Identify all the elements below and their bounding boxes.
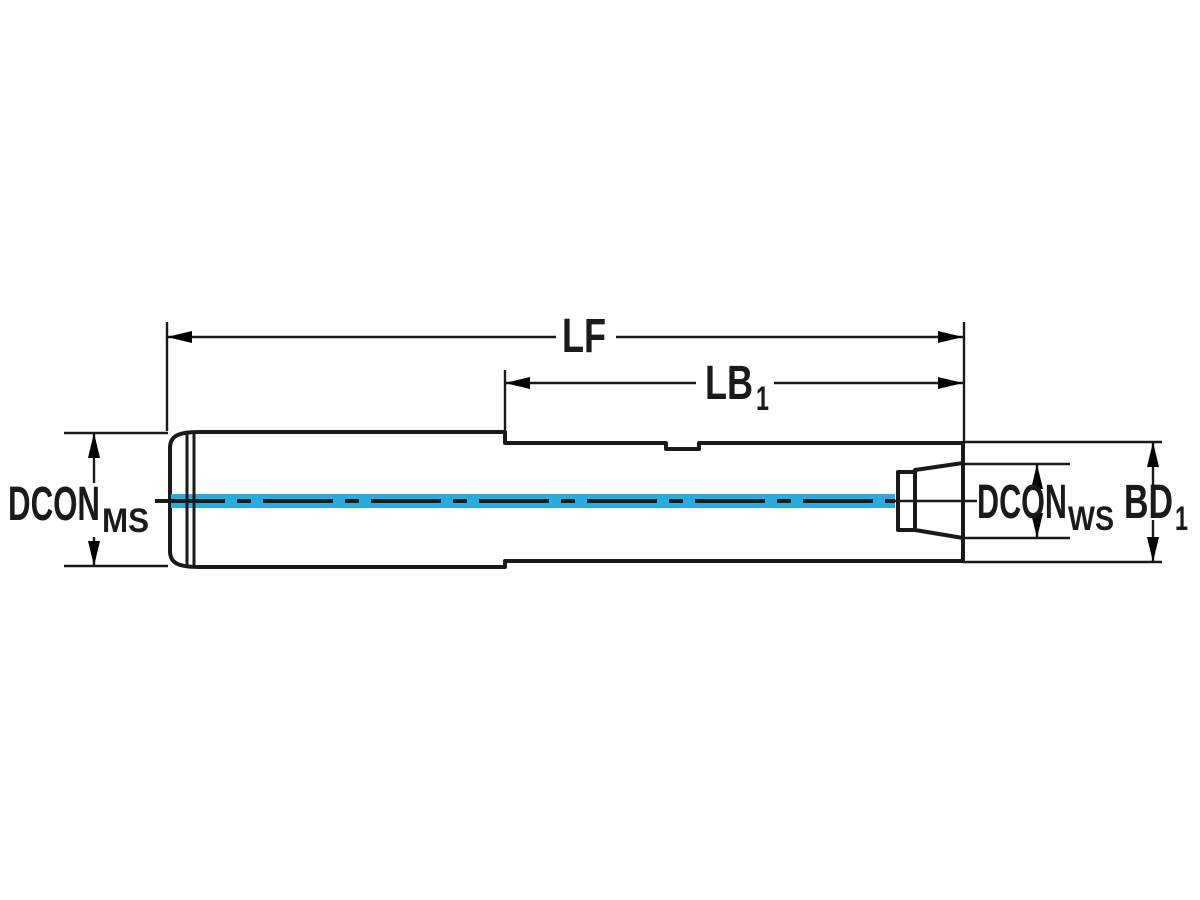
label-lb1: LB xyxy=(705,357,753,410)
label-dcon-ms-subscript: MS xyxy=(102,502,149,540)
label-dcon-ws: DCON xyxy=(977,476,1067,529)
dim-lf-arrow-right xyxy=(938,331,963,343)
dim-lb1-arrow-right xyxy=(938,377,963,389)
tool-body-outline xyxy=(168,430,965,569)
dim-bd1-arrow-up xyxy=(1147,442,1159,467)
dim-dconms-arrow-up xyxy=(88,433,100,458)
dim-dconws-arrow-down xyxy=(1031,513,1043,538)
label-lf: LF xyxy=(562,310,606,363)
label-bd1: BD xyxy=(1124,476,1173,529)
dim-dconws-arrow-up xyxy=(1031,464,1043,489)
dim-bd1-arrow-down xyxy=(1147,537,1159,562)
label-lb1-subscript: 1 xyxy=(756,380,769,418)
drawing-strokes xyxy=(64,322,1162,569)
label-bd1-subscript: 1 xyxy=(1175,500,1188,538)
dim-lb1-arrow-left xyxy=(505,377,530,389)
label-dcon-ws-subscript: WS xyxy=(1068,500,1114,538)
label-dcon-ms: DCON xyxy=(8,478,100,531)
dim-dconms-arrow-down xyxy=(88,541,100,566)
dim-lf-arrow-left xyxy=(167,331,192,343)
